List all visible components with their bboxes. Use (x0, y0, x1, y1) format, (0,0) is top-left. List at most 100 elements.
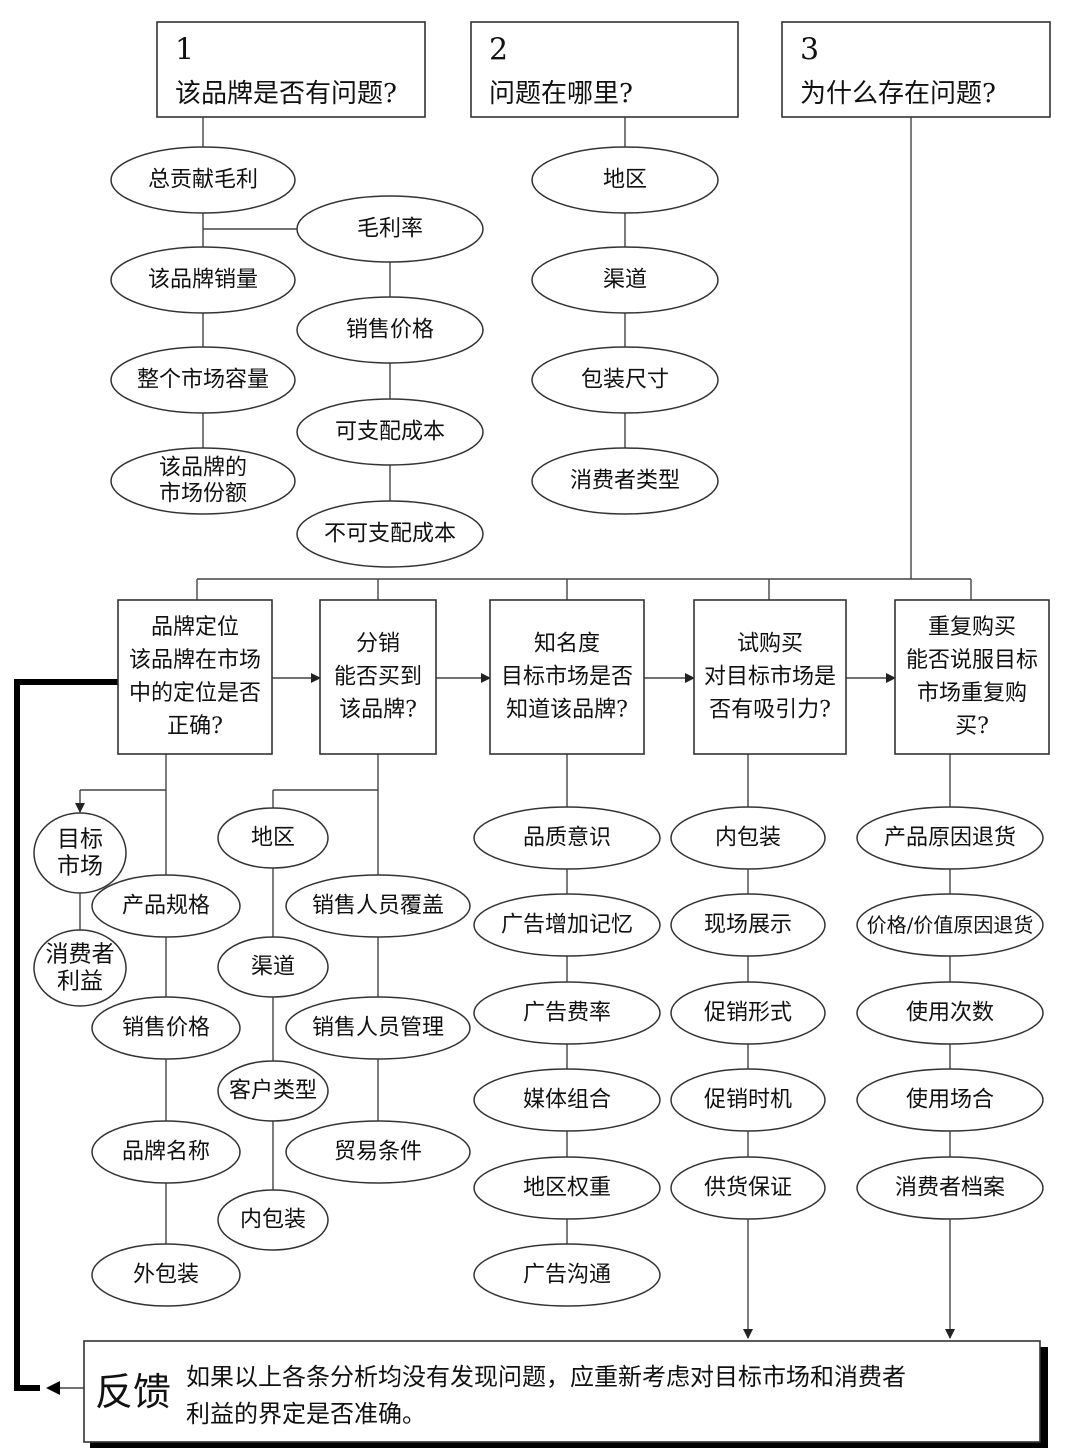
consumer-benefit-item-shape (33, 929, 127, 1007)
stage-text: 知名度 (534, 632, 600, 657)
q1-left-item: 该品牌销量 (110, 246, 296, 314)
repeat-item-label: 价格/价值原因退货 (867, 913, 1034, 937)
repeat-item: 使用次数 (856, 981, 1044, 1045)
stage-text: 否有吸引力? (709, 698, 831, 723)
distribution-right-item: 贸易条件 (285, 1120, 471, 1184)
q1-right-item: 销售价格 (296, 296, 484, 364)
target-market-item: 目标市场 (33, 812, 127, 894)
stage-text: 分销 (356, 632, 400, 657)
stage-box-3 (489, 599, 645, 755)
q1-left-item-shape (110, 146, 296, 214)
feedback-text-line-1: 如果以上各条分析均没有发现问题，应重新考虑对目标市场和消费者 (186, 1363, 906, 1391)
trial-item: 现场展示 (670, 893, 826, 957)
trial-item-shape (670, 981, 826, 1045)
repeat-item-shape (856, 1068, 1044, 1132)
repeat-item-label: 使用场合 (906, 1088, 994, 1113)
distribution-left-item-shape (217, 1189, 329, 1251)
q2-item: 包装尺寸 (531, 346, 719, 414)
awareness-item-label: 媒体组合 (523, 1088, 611, 1113)
stage-box-1 (117, 599, 273, 755)
q2-item-shape (531, 346, 719, 414)
question-number: 2 (489, 33, 508, 68)
awareness-item-shape (473, 981, 661, 1045)
distribution-right-item-label: 销售人员管理 (312, 1016, 444, 1041)
awareness-item-shape (473, 1068, 661, 1132)
trial-item: 内包装 (670, 806, 826, 870)
q1-right-item-label: 毛利率 (357, 217, 423, 242)
repeat-item-shape (856, 806, 1044, 870)
q1-right-item: 毛利率 (296, 195, 484, 263)
q1-left-item-label: 该品牌的 (159, 456, 247, 481)
awareness-item: 品质意识 (473, 806, 661, 870)
repeat-item: 使用场合 (856, 1068, 1044, 1132)
distribution-right-item-label: 销售人员覆盖 (312, 894, 444, 919)
distribution-left-item-shape (217, 807, 329, 869)
stage-box-2 (319, 599, 437, 755)
q2-item-label: 渠道 (603, 268, 647, 293)
q1-left-item-shape (110, 346, 296, 414)
awareness-item-shape (473, 1243, 661, 1307)
feedback-text-line-2: 利益的界定是否准确。 (186, 1400, 426, 1428)
distribution-left-item-shape (217, 936, 329, 998)
awareness-item-shape (473, 893, 661, 957)
positioning-item-shape (91, 1120, 241, 1184)
positioning-item-label: 销售价格 (122, 1016, 210, 1041)
distribution-left-item: 渠道 (217, 936, 329, 998)
awareness-item: 媒体组合 (473, 1068, 661, 1132)
stage-text: 试购买 (737, 632, 803, 657)
positioning-item-label: 产品规格 (122, 894, 210, 919)
question-box-3 (781, 21, 1051, 118)
question-title: 问题在哪里? (489, 79, 633, 109)
trial-item-label: 内包装 (715, 826, 781, 851)
trial-item-label: 促销时机 (704, 1088, 792, 1113)
awareness-item: 广告费率 (473, 981, 661, 1045)
q1-right-item-shape (296, 500, 484, 568)
stage-text: 目标市场是否 (501, 665, 633, 690)
question-number: 3 (800, 33, 819, 68)
q2-item-label: 消费者类型 (570, 469, 680, 494)
q2-item: 渠道 (531, 246, 719, 314)
q1-left-item: 总贡献毛利 (110, 146, 296, 214)
q1-right-item: 不可支配成本 (296, 500, 484, 568)
stage-text: 知道该品牌? (506, 698, 628, 723)
repeat-item-shape (856, 1156, 1044, 1220)
stage-text: 能否说服目标 (906, 648, 1038, 673)
positioning-item-shape (91, 996, 241, 1060)
distribution-left-item: 客户类型 (217, 1060, 329, 1122)
trial-item-shape (670, 1156, 826, 1220)
positioning-item-shape (91, 874, 241, 938)
q1-left-item-label: 该品牌销量 (148, 268, 258, 293)
distribution-right-item: 销售人员覆盖 (285, 874, 471, 938)
q2-item: 地区 (531, 146, 719, 214)
stage-text: 市场重复购 (917, 681, 1027, 706)
q1-right-item-shape (296, 195, 484, 263)
repeat-item-label: 消费者档案 (895, 1176, 1005, 1201)
positioning-item-label: 外包装 (133, 1263, 199, 1288)
stage-text: 该品牌? (339, 698, 417, 723)
awareness-item-label: 广告增加记忆 (501, 913, 633, 938)
q1-right-item-shape (296, 296, 484, 364)
repeat-item: 消费者档案 (856, 1156, 1044, 1220)
stage-box-5 (894, 599, 1050, 755)
trial-item-label: 促销形式 (704, 1001, 792, 1026)
q2-item-shape (531, 146, 719, 214)
q1-right-item: 可支配成本 (296, 398, 484, 466)
feedback-box (83, 1340, 1041, 1443)
consumer-benefit-item-label: 利益 (57, 969, 103, 995)
repeat-item-shape (856, 893, 1044, 957)
stage-text: 品牌定位 (151, 615, 239, 640)
awareness-item-label: 广告沟通 (523, 1263, 611, 1288)
stage-text: 正确? (167, 714, 223, 739)
q2-item: 消费者类型 (531, 447, 719, 515)
feedback-label: 反馈 (95, 1370, 171, 1414)
distribution-left-item: 内包装 (217, 1189, 329, 1251)
feedback-loop-line (14, 679, 118, 1391)
repeat-item-shape (856, 981, 1044, 1045)
awareness-item-label: 广告费率 (523, 1001, 611, 1026)
stage-text: 重复购买 (928, 615, 1016, 640)
distribution-left-item-label: 客户类型 (229, 1079, 317, 1104)
stage-text: 买? (955, 714, 989, 739)
question-title: 为什么存在问题? (800, 79, 996, 109)
